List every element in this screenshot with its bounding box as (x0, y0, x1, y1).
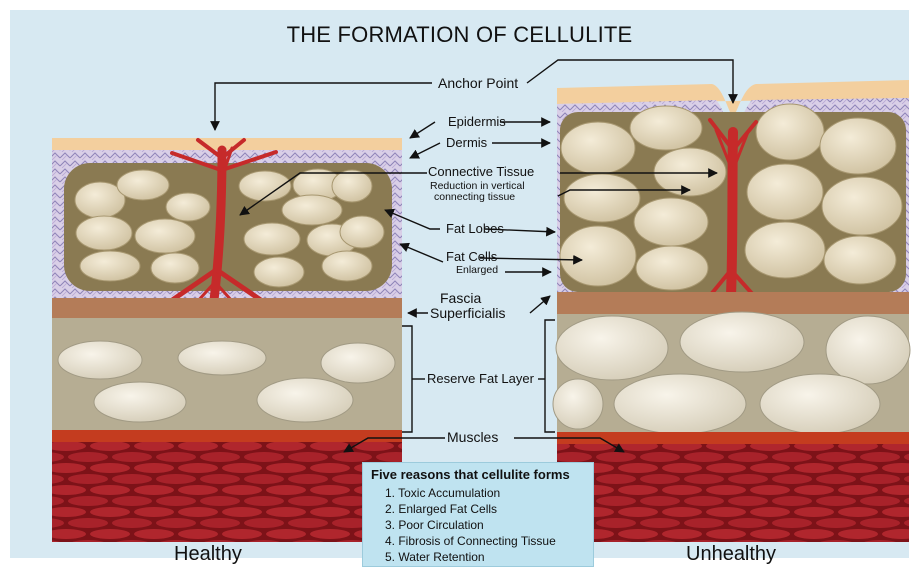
fascia-label-line1: Fascia (440, 291, 481, 305)
reason-item: 1. Toxic Accumulation (385, 485, 593, 501)
enlarged-label: Enlarged (456, 265, 498, 276)
unhealthy-caption: Unhealthy (686, 543, 776, 566)
reason-item: 4. Fibrosis of Connecting Tissue (385, 533, 593, 549)
healthy-epidermis (52, 138, 402, 150)
fat-lobes-label: Fat Lobes (446, 222, 504, 236)
reasons-title: Five reasons that cellulite forms (371, 467, 593, 482)
reasons-box: Five reasons that cellulite forms 1. Tox… (362, 462, 594, 567)
healthy-caption: Healthy (174, 543, 242, 566)
fascia-label-line2: Superficialis (430, 306, 505, 320)
reserve-fat-layer-label: Reserve Fat Layer (427, 372, 534, 386)
anchor-point-label: Anchor Point (438, 76, 518, 90)
fat-cells-label: Fat Cells (446, 250, 497, 264)
connective-tissue-label: Connective Tissue (428, 165, 534, 179)
dermis-label: Dermis (446, 136, 487, 150)
muscles-label: Muscles (447, 430, 498, 444)
reasons-list: 1. Toxic Accumulation 2. Enlarged Fat Ce… (371, 485, 593, 565)
unhealthy-muscle (557, 444, 909, 542)
epidermis-label: Epidermis (448, 115, 506, 129)
reason-item: 3. Poor Circulation (385, 517, 593, 533)
healthy-muscle-sheath (52, 430, 402, 442)
unhealthy-tissue (553, 80, 910, 542)
reduction-label-line2: connecting tissue (434, 192, 515, 203)
diagram-title: THE FORMATION OF CELLULITE (0, 22, 919, 48)
healthy-muscle (52, 442, 402, 542)
healthy-fascia (52, 298, 402, 318)
healthy-tissue (52, 138, 402, 542)
unhealthy-fascia (557, 292, 909, 314)
reason-item: 2. Enlarged Fat Cells (385, 501, 593, 517)
unhealthy-muscle-sheath (557, 432, 909, 444)
reason-item: 5. Water Retention (385, 549, 593, 565)
